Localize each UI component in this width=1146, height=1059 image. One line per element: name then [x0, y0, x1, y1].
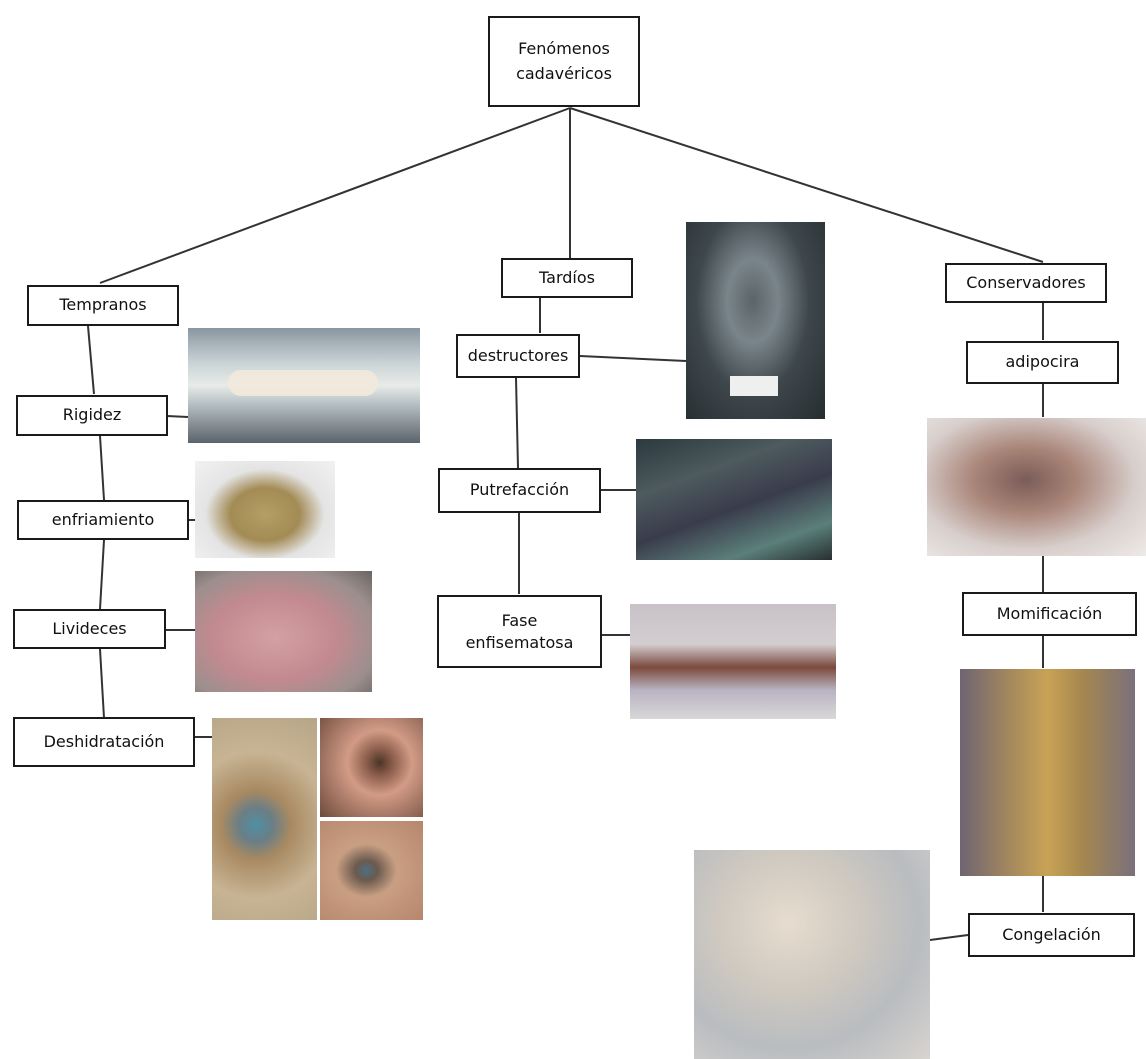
node-livideces: Livideces [13, 609, 166, 649]
node-congelacion: Congelación [968, 913, 1135, 957]
node-putrefaccion: Putrefacción [438, 468, 601, 513]
node-adipocira: adipocira [966, 341, 1119, 384]
freezing-photo [694, 850, 930, 1059]
node-root: Fenómenos cadavéricos [488, 16, 640, 107]
node-fase-enfisematosa: Fase enfisematosa [437, 595, 602, 668]
putrefaction-photo [636, 439, 832, 560]
node-conservadores: Conservadores [945, 263, 1107, 303]
node-tempranos: Tempranos [27, 285, 179, 326]
node-rigidez: Rigidez [16, 395, 168, 436]
lividity-photo [195, 571, 372, 692]
node-destructores: destructores [456, 334, 580, 378]
adipocere-photo [927, 418, 1146, 556]
node-momificacion: Momificación [962, 592, 1137, 636]
mummification-photo [960, 669, 1135, 876]
node-tardios: Tardíos [501, 258, 633, 298]
dehydration-eye-photos [212, 718, 423, 920]
node-enfriamiento: enfriamiento [17, 500, 189, 540]
cooling-photo [195, 461, 335, 558]
node-deshidratacion: Deshidratación [13, 717, 195, 767]
rigidity-photo [188, 328, 420, 443]
emphysematous-phase-photo [630, 604, 836, 719]
destructive-phase-photo [686, 222, 825, 419]
